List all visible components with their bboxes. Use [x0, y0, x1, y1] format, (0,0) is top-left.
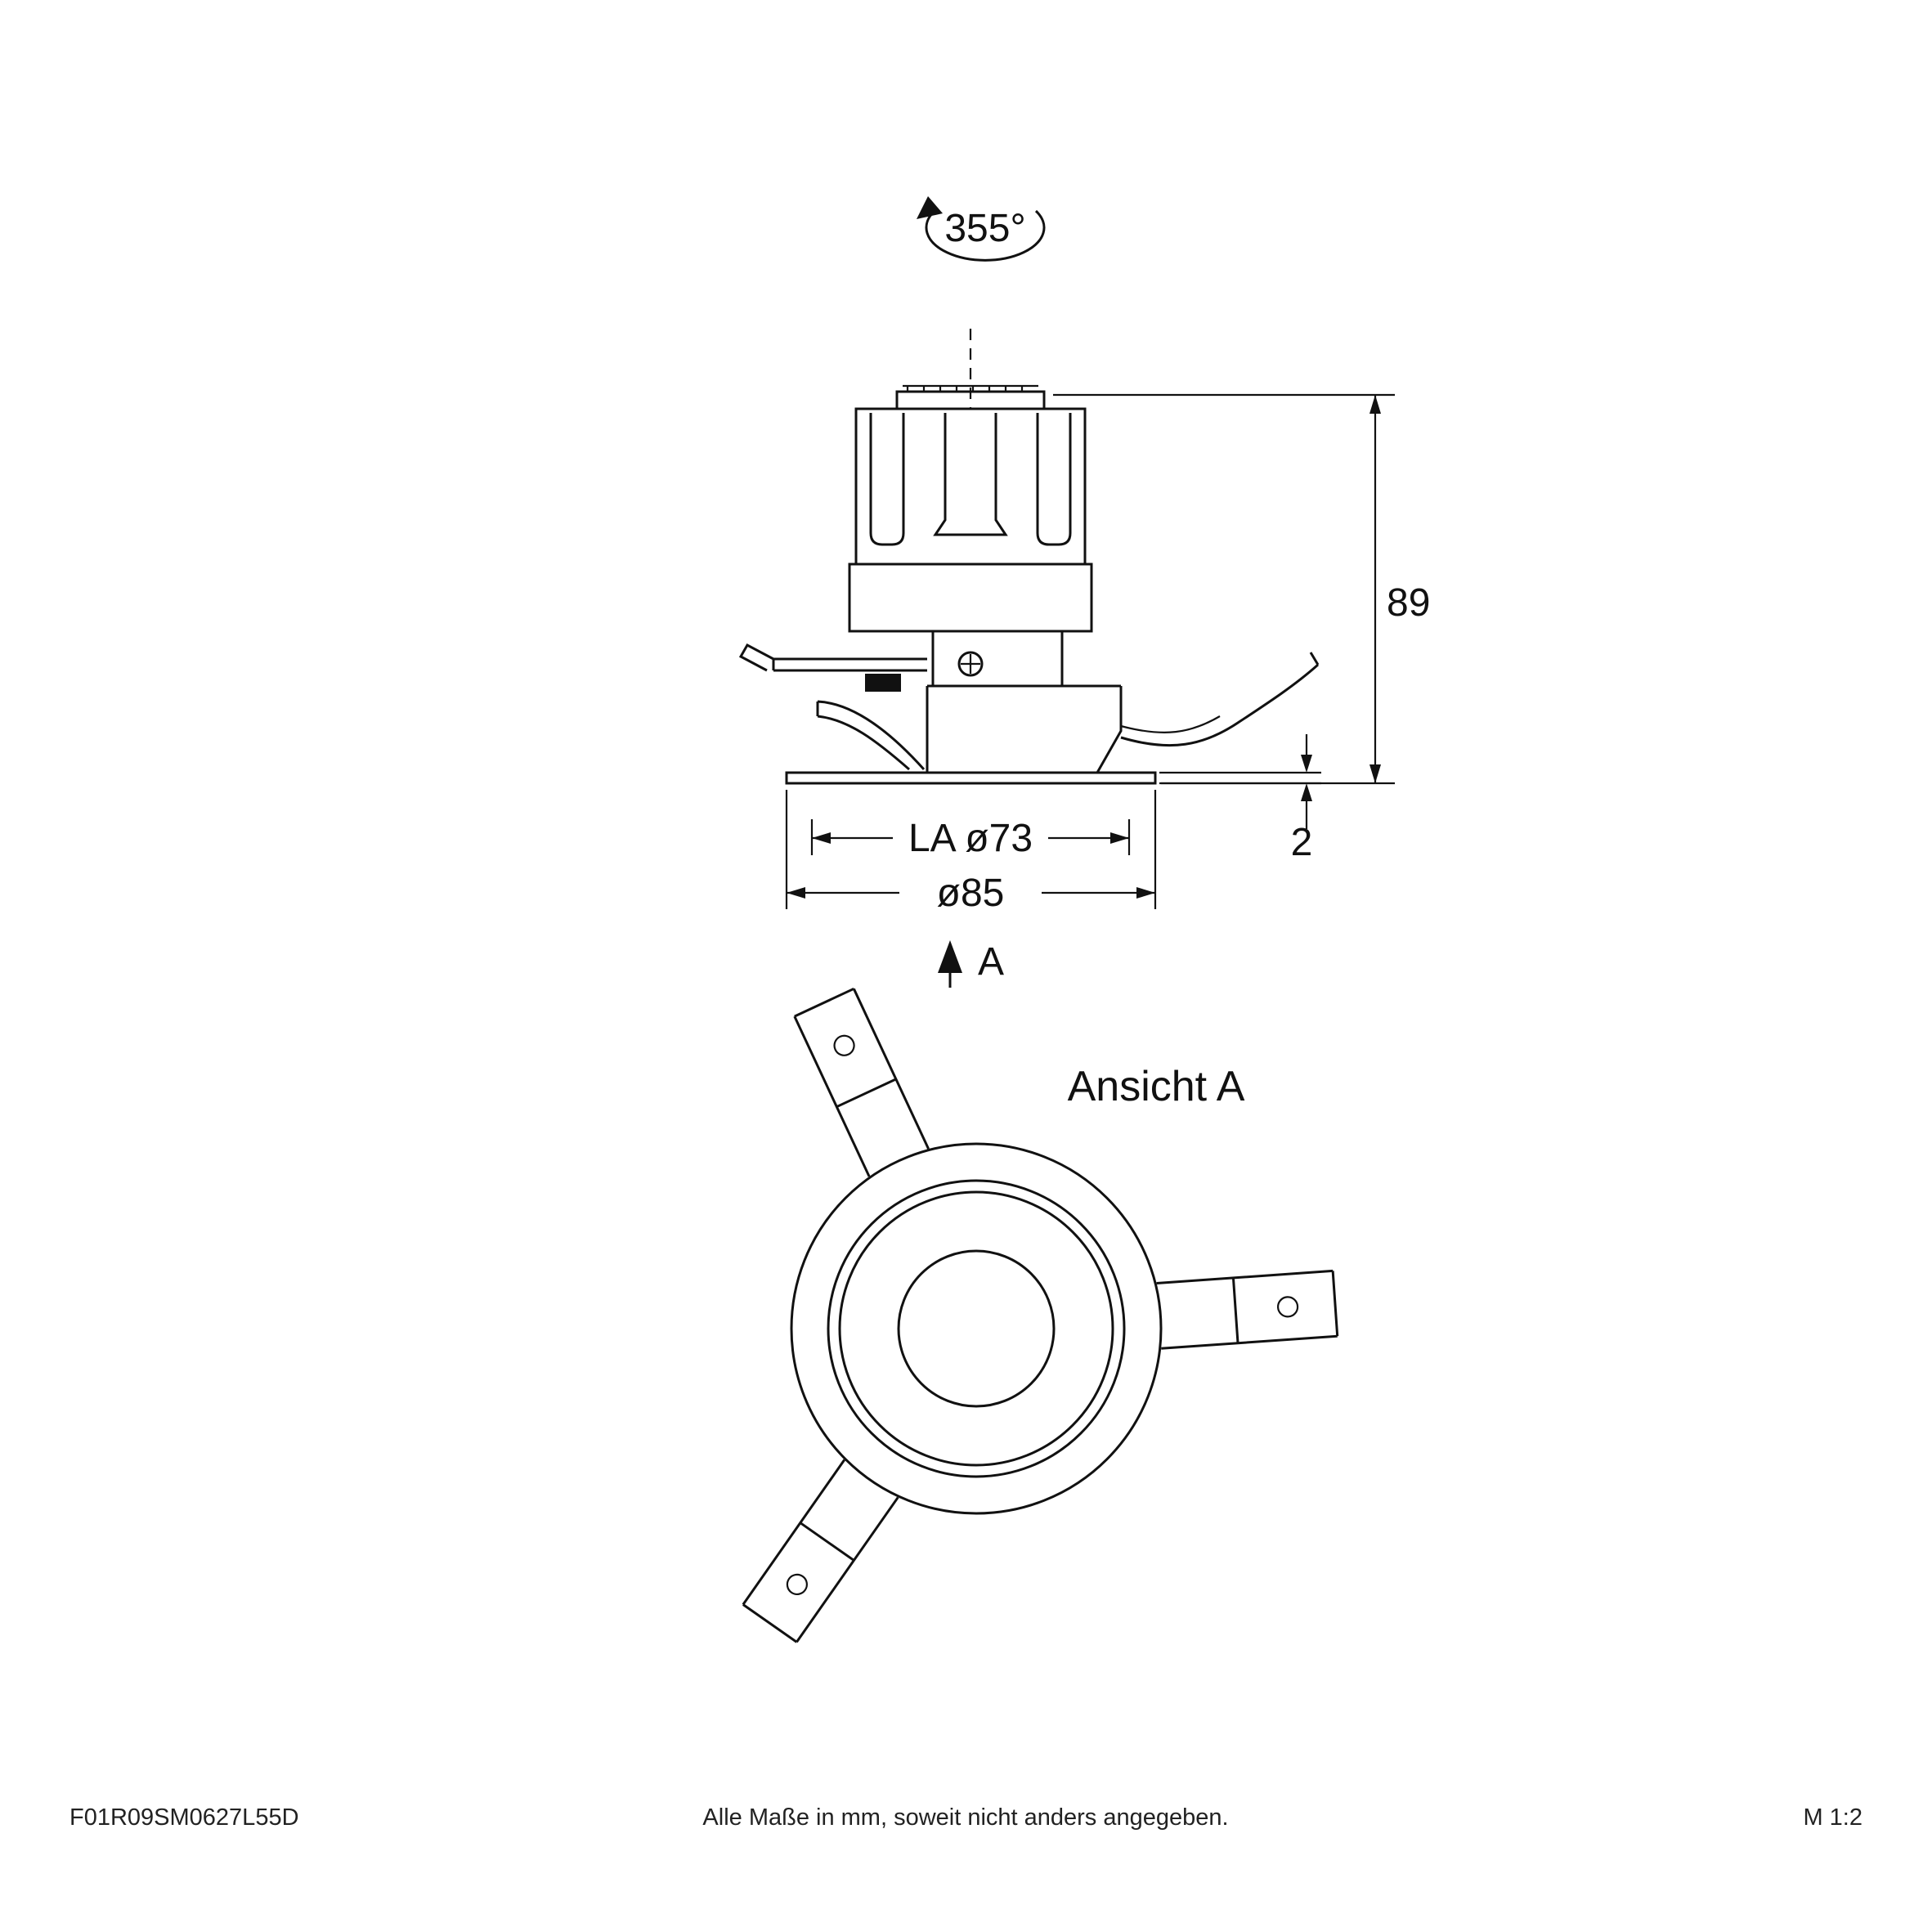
scale-label: M 1:2 — [1803, 1804, 1863, 1831]
dimension-outer-diameter: ø85 — [785, 790, 1157, 915]
arm-hole — [833, 1034, 855, 1056]
arrowhead-up — [1369, 395, 1381, 414]
view-direction-label: A — [978, 940, 1004, 984]
arrowhead-right — [1110, 832, 1129, 844]
arm-hole — [786, 1573, 808, 1596]
arrowhead-left — [812, 832, 831, 844]
spring-wire-right — [1120, 652, 1320, 747]
bottom-view — [742, 987, 1339, 1643]
bezel-circle-inner — [838, 1190, 1114, 1467]
spring-arm-top — [793, 987, 930, 1177]
mounting-clip-left — [738, 643, 927, 771]
flange-thickness-label: 2 — [1291, 821, 1313, 864]
height-dimension-label: 89 — [1387, 581, 1430, 625]
trim-flange — [785, 771, 1157, 785]
clip-latch — [865, 674, 901, 692]
arrowhead-up — [1301, 783, 1312, 801]
trim-outer-circle — [790, 1142, 1163, 1515]
arrowhead-left — [787, 887, 805, 899]
arrowhead-down — [1369, 764, 1381, 783]
view-direction-arrow-icon — [938, 940, 962, 973]
article-code: F01R09SM0627L55D — [69, 1804, 299, 1831]
view-title: Ansicht A — [1068, 1063, 1245, 1110]
outer-diameter-label: ø85 — [937, 872, 1005, 915]
rotation-indicator: 355° — [917, 196, 1046, 262]
dimension-note: Alle Maße in mm, soweit nicht anders ang… — [702, 1804, 1228, 1831]
rotation-angle-label: 355° — [944, 207, 1025, 250]
arm-hole — [1276, 1296, 1299, 1318]
arrowhead-down — [1301, 755, 1312, 773]
dimension-flange-thickness: 2 — [1159, 734, 1321, 864]
heatsink-body — [854, 407, 1087, 566]
side-view — [738, 329, 1320, 785]
top-cap — [895, 384, 1046, 410]
cutout-dimension-label: LA ø73 — [908, 817, 1033, 860]
lower-housing — [926, 684, 1123, 773]
screw-icon — [957, 651, 984, 677]
middle-housing — [848, 563, 1093, 633]
lens-circle — [897, 1249, 1056, 1408]
spring-arm-right — [1156, 1269, 1339, 1350]
dimension-height: 89 — [1053, 393, 1430, 785]
dimension-cutout: LA ø73 — [810, 817, 1131, 860]
rotation-arc — [925, 209, 1046, 262]
view-direction-marker: A — [938, 940, 1004, 988]
spring-arm-bottom — [742, 1459, 899, 1643]
rotation-arrow-icon — [917, 196, 943, 219]
footer: F01R09SM0627L55D Alle Maße in mm, soweit… — [69, 1804, 1863, 1831]
step-section — [931, 631, 1064, 686]
arrowhead-right — [1136, 887, 1155, 899]
bezel-circle-outer — [827, 1179, 1126, 1478]
